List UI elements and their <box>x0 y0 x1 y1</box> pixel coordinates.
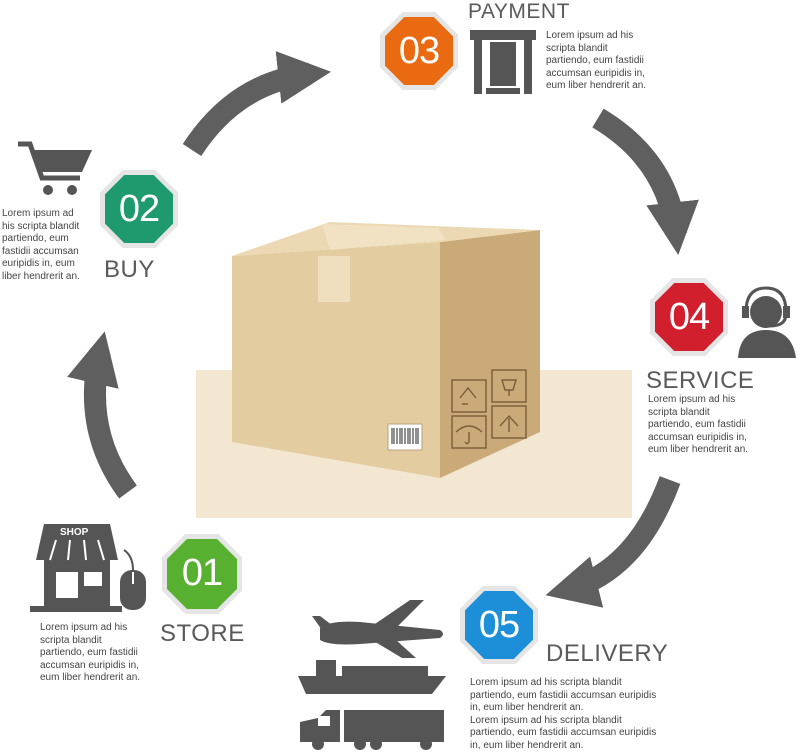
step-02-badge: 02 <box>100 170 178 248</box>
step-03-number: 03 <box>384 16 454 86</box>
step-05-description: Lorem ipsum ad his scripta blandit parti… <box>470 677 657 751</box>
step-02-description: Lorem ipsum ad his scripta blandit parti… <box>2 208 80 282</box>
step-04-badge: 04 <box>650 278 728 356</box>
step-03-title: PAYMENT <box>468 0 570 23</box>
step-05-title: DELIVERY <box>546 640 669 667</box>
step-04-description: Lorem ipsum ad his scripta blandit parti… <box>648 394 749 455</box>
arrow-payment-to-service <box>592 108 699 255</box>
arrow-service-to-delivery <box>545 476 681 608</box>
step-03-description: Lorem ipsum ad his scripta blandit parti… <box>546 30 647 91</box>
step-05-badge: 05 <box>460 586 538 664</box>
shop-sign-label: SHOP <box>60 527 89 538</box>
step-05-number: 05 <box>464 590 534 660</box>
arrow-store-to-buy <box>67 331 137 499</box>
step-04-title: SERVICE <box>646 367 755 394</box>
step-02-title: BUY <box>104 256 155 283</box>
step-03-badge: 03 <box>380 12 458 90</box>
step-01-title: STORE <box>160 620 245 647</box>
step-01-badge: 01 <box>162 534 242 614</box>
arrow-buy-to-payment <box>182 51 331 157</box>
step-01-description: Lorem ipsum ad his scripta blandit parti… <box>40 622 141 683</box>
step-02-number: 02 <box>104 174 174 244</box>
step-01-number: 01 <box>166 538 238 610</box>
step-04-number: 04 <box>654 282 724 352</box>
